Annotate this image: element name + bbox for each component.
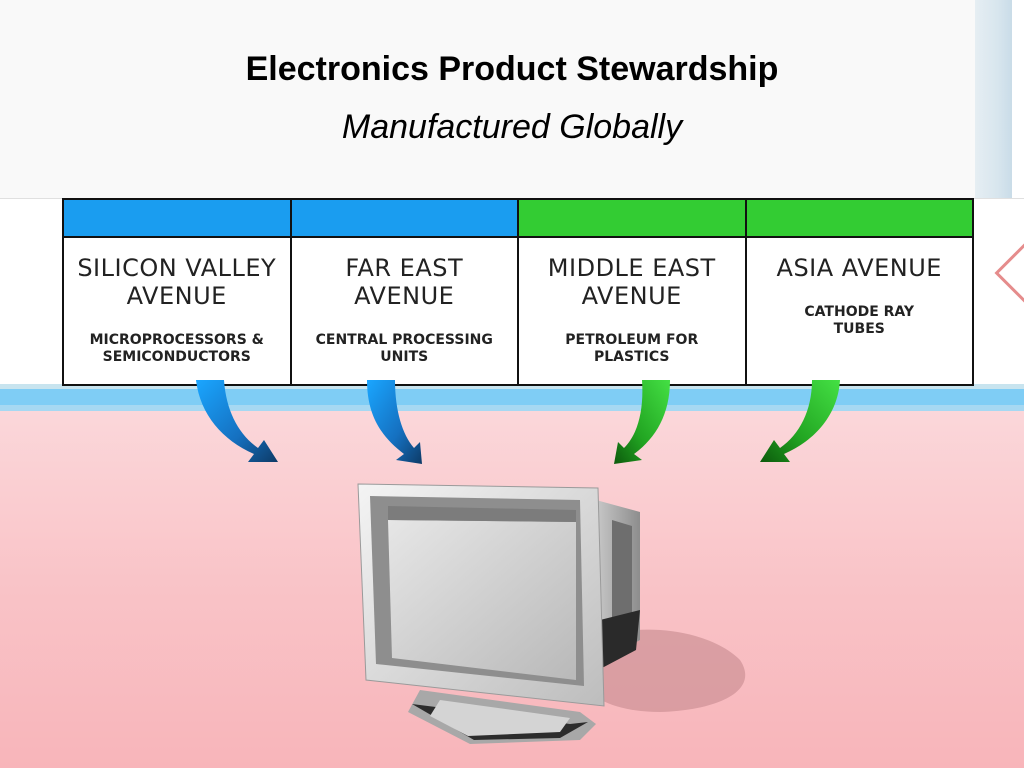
green-arrow-icon: [614, 380, 670, 464]
road: [0, 389, 1024, 405]
avenue-color-bar: [519, 200, 745, 238]
blue-arrow-icon: [367, 380, 422, 464]
right-strip: [975, 0, 1012, 200]
road-shadow: [0, 384, 1024, 390]
slide-title: Electronics Product Stewardship: [245, 50, 779, 88]
blue-arrow-icon: [196, 380, 278, 462]
avenue-color-bar: [291, 200, 517, 238]
green-arrow-icon: [760, 380, 840, 462]
top-area: [0, 0, 1024, 200]
slide-subtitle: Manufactured Globally: [341, 108, 683, 146]
road-edge: [0, 405, 1024, 411]
avenue-title: ASIA AVENUE: [776, 254, 942, 282]
avenue-color-bar: [746, 200, 972, 238]
crt-monitor-icon: [357, 483, 746, 744]
avenue-color-bar: [64, 200, 290, 238]
avenue-description: MICROPROCESSORS &SEMICONDUCTORS: [89, 332, 264, 365]
